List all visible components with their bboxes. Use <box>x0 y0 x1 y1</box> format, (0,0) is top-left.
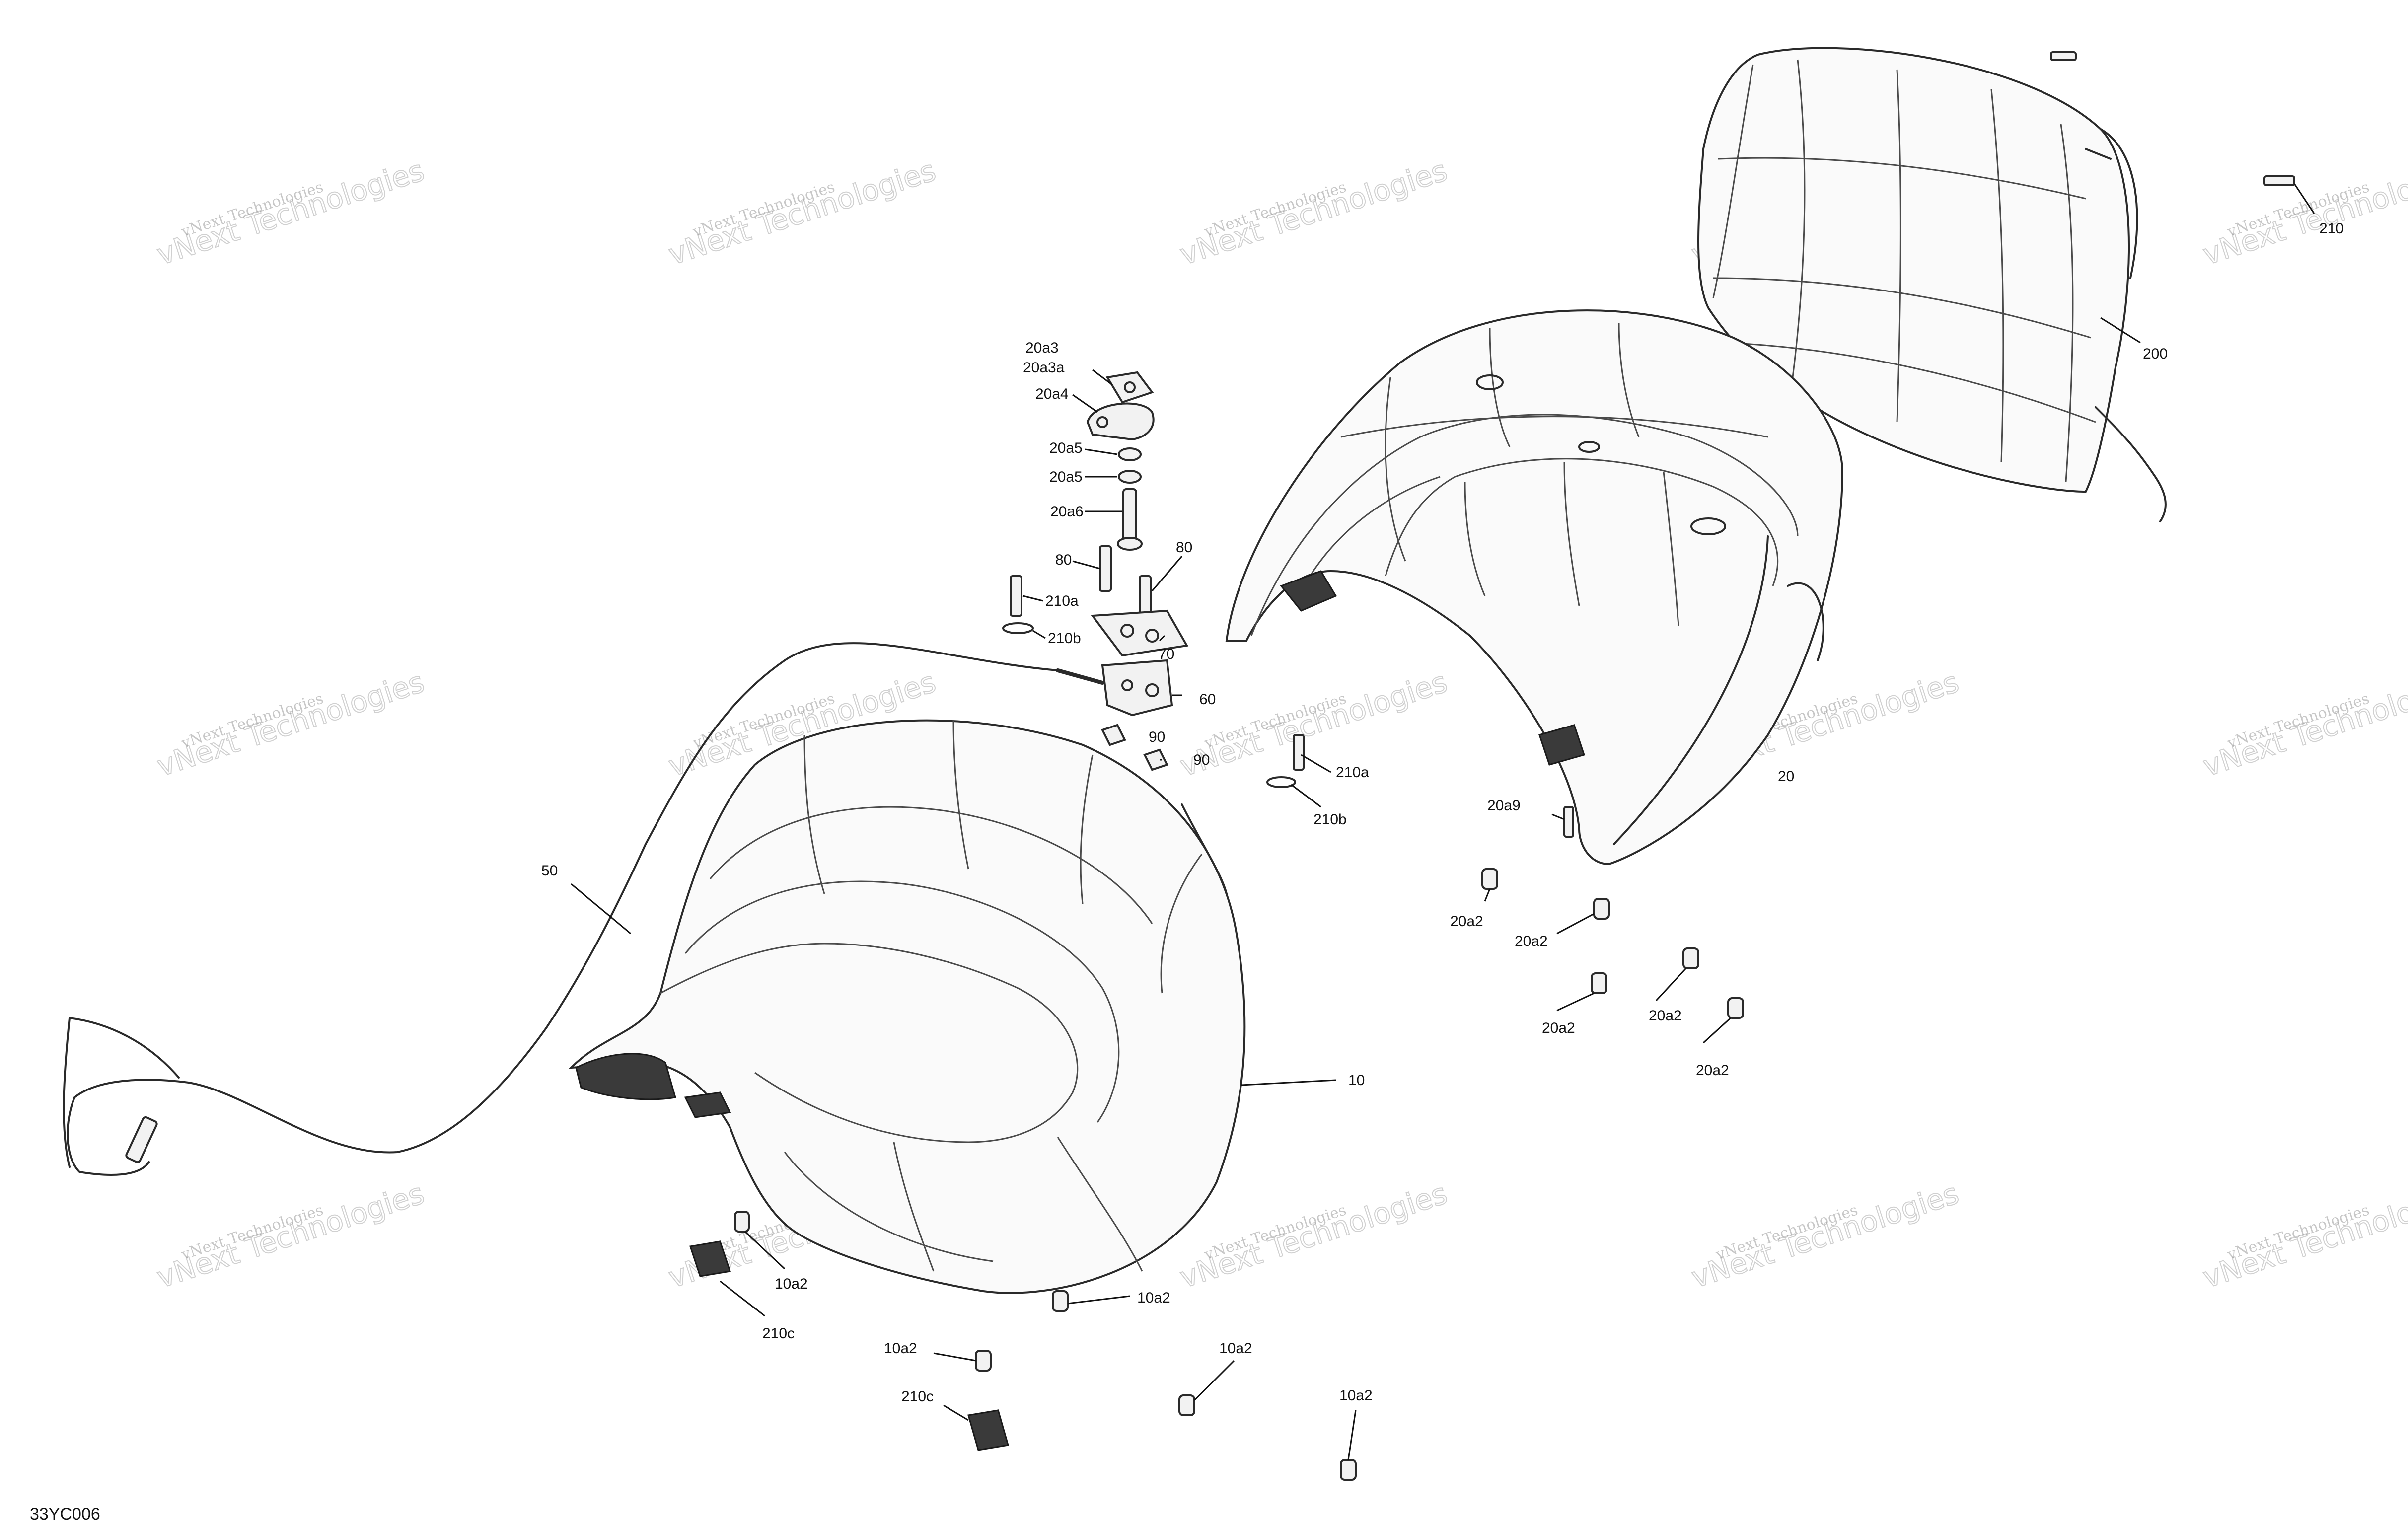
watermark: vNext Technologies vNext Technologies <box>152 153 429 272</box>
callout-label: 20a4 <box>1035 386 1069 402</box>
callout-label: 90 <box>1149 729 1165 745</box>
callout-label: 10a2 <box>884 1340 917 1357</box>
callout-label: 20a9 <box>1487 798 1521 814</box>
heater-cable-part <box>63 642 1104 1176</box>
callout-label: 10a2 <box>1219 1340 1252 1357</box>
callout-label: 200 <box>2143 346 2168 362</box>
plate-20a4 <box>1086 402 1155 441</box>
rubber-feet-20a2 <box>1481 868 1744 1019</box>
callout-label: 210c <box>762 1325 795 1342</box>
callout-label: 210b <box>1313 811 1347 828</box>
rear-seat-part <box>1225 309 1844 866</box>
callout-label: 10 <box>1348 1072 1365 1089</box>
callout-label: 60 <box>1199 691 1216 708</box>
watermark: vNext Technologies vNext Technologies <box>1175 1176 1452 1295</box>
watermark-text-large: vNext Technologies <box>153 665 428 783</box>
leader-lines <box>571 183 2315 1460</box>
diagram-id-label: 33YC006 <box>30 1505 100 1524</box>
rubber-feet-10a2 <box>734 1211 1357 1481</box>
watermark: vNext Technologies vNext Technologies <box>1687 1176 1963 1295</box>
callout-labels: 20a3 20a3a 20a4 20a5 20a5 20a6 80 80 210… <box>541 220 2344 1405</box>
callout-label: 80 <box>1055 552 1072 568</box>
plate-70 <box>1091 609 1189 657</box>
watermark-text-large: vNext Technologies <box>153 153 428 272</box>
watermark-text-large: vNext Technologies <box>1687 1176 1963 1295</box>
callout-label: 20a2 <box>1450 913 1483 930</box>
callout-label: 20a2 <box>1515 933 1548 949</box>
callout-label: 210 <box>2319 220 2344 237</box>
callout-label: 80 <box>1176 539 1192 556</box>
callout-label: 20a5 <box>1049 440 1083 456</box>
callout-label: 210a <box>1336 764 1369 781</box>
callout-label: 20a2 <box>1649 1008 1682 1024</box>
watermark-text-large: vNext Technologies <box>1176 665 1451 783</box>
callout-label: 10a2 <box>1137 1290 1170 1306</box>
callout-label: 20a2 <box>1542 1020 1575 1036</box>
callout-label: 10a2 <box>775 1276 808 1292</box>
front-seat-part <box>568 719 1246 1294</box>
callout-label: 90 <box>1193 752 1210 768</box>
callout-label: 210c <box>901 1388 934 1405</box>
callout-label: 70 <box>1158 646 1174 662</box>
watermark: vNext Technologies vNext Technologies <box>664 153 940 272</box>
watermark: vNext Technologies vNext Technologies <box>152 1176 429 1295</box>
watermark: vNext Technologies vNext Technologies <box>1175 153 1452 272</box>
callout-label: 50 <box>541 863 558 879</box>
watermark: vNext Technologies vNext Technologies <box>2198 664 2408 784</box>
bracket-60 <box>1101 659 1173 717</box>
callout-label: 210b <box>1048 630 1081 647</box>
watermark-text-large: vNext Technologies <box>664 153 940 272</box>
watermark: vNext Technologies vNext Technologies <box>2198 1176 2408 1295</box>
callout-label: 20a6 <box>1050 504 1084 520</box>
backrest-part <box>1697 47 2167 522</box>
callout-label: 20a3a <box>1023 360 1065 376</box>
square-nut-20a3 <box>1105 371 1154 404</box>
watermark: vNext Technologies vNext Technologies <box>2198 153 2408 272</box>
watermark: vNext Technologies vNext Technologies <box>152 664 429 784</box>
callout-label: 20a3 <box>1025 340 1059 356</box>
callout-label: 20a5 <box>1049 469 1083 485</box>
callout-label: 20a2 <box>1696 1062 1729 1079</box>
hardware-parts <box>689 51 2295 1481</box>
callout-label: 210a <box>1045 593 1079 609</box>
callout-label: 10a2 <box>1339 1387 1373 1404</box>
watermark-text-large: vNext Technologies <box>153 1176 428 1295</box>
watermark-text-large: vNext Technologies <box>1176 153 1451 272</box>
watermark: vNext Technologies vNext Technologies <box>1175 664 1452 784</box>
callout-label: 20 <box>1778 768 1794 785</box>
watermark-text-large: vNext Technologies <box>1176 1176 1451 1295</box>
